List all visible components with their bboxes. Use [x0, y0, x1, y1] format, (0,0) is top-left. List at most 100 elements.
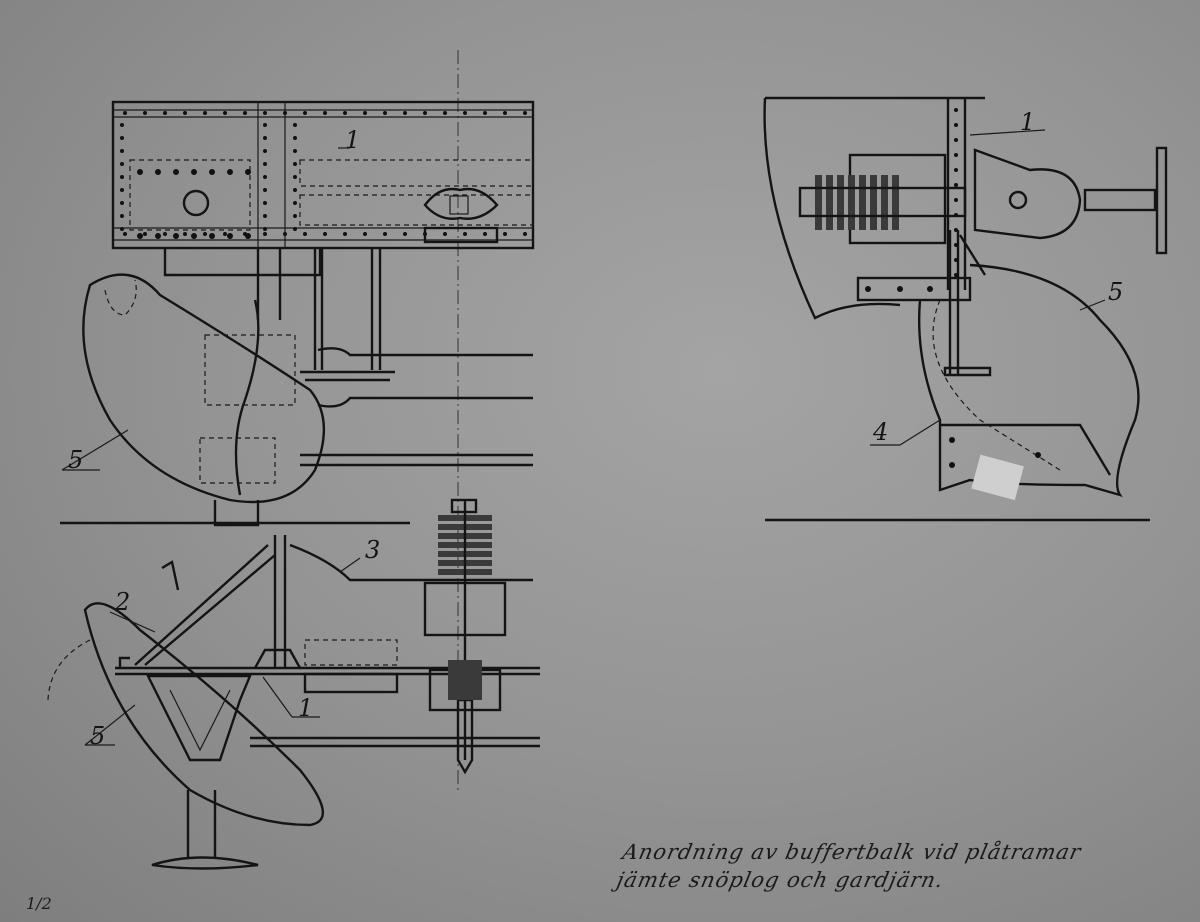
rivet	[343, 111, 347, 115]
rivet	[120, 136, 124, 140]
rivet	[293, 162, 297, 166]
rivet	[123, 232, 127, 236]
rivet	[293, 136, 297, 140]
rivet	[463, 111, 467, 115]
rivet	[293, 123, 297, 127]
rivet	[227, 169, 233, 175]
spring-coil	[848, 175, 855, 230]
rivet	[954, 273, 958, 277]
rivet	[263, 162, 267, 166]
rivet	[143, 111, 147, 115]
rivet	[223, 232, 227, 236]
rivet	[120, 227, 124, 231]
rivet	[954, 123, 958, 127]
rivet	[283, 232, 287, 236]
rivet	[120, 175, 124, 179]
rivet	[243, 111, 247, 115]
rivet	[137, 169, 143, 175]
rivet	[203, 111, 207, 115]
rivet	[865, 286, 871, 292]
label-bottom-left-2: 2	[114, 588, 130, 616]
rivet	[209, 169, 215, 175]
rivet	[137, 233, 143, 239]
rivet	[293, 188, 297, 192]
rivet	[293, 201, 297, 205]
rivet	[120, 188, 124, 192]
rivet	[293, 175, 297, 179]
spring-coil	[870, 175, 877, 230]
caption-line-2: jämte snöplog och gardjärn.	[614, 868, 947, 892]
rivet	[123, 111, 127, 115]
rivet	[263, 201, 267, 205]
rivet	[503, 111, 507, 115]
rivet	[949, 462, 955, 468]
rivet	[303, 232, 307, 236]
rivet	[227, 233, 233, 239]
rivet	[897, 286, 903, 292]
rivet	[483, 111, 487, 115]
spring-coil	[892, 175, 899, 230]
rivet	[263, 175, 267, 179]
rivet	[245, 169, 251, 175]
rivet	[143, 232, 147, 236]
rivet	[245, 233, 251, 239]
spring-coil	[859, 175, 866, 230]
rivet	[155, 169, 161, 175]
rivet	[209, 233, 215, 239]
label-top-left-1: 1	[345, 126, 360, 154]
label-bottom-left-1: 1	[298, 694, 313, 722]
rivet	[120, 162, 124, 166]
rivet	[120, 149, 124, 153]
rivet	[363, 111, 367, 115]
rivet	[173, 169, 179, 175]
rivet	[1035, 452, 1041, 458]
label-right-1: 1	[1020, 108, 1035, 136]
rivet	[323, 232, 327, 236]
rivet	[173, 233, 179, 239]
rivet	[263, 149, 267, 153]
bottom-left-view	[47, 498, 540, 870]
rivet	[443, 232, 447, 236]
label-right-4: 4	[872, 418, 888, 446]
rivet	[263, 214, 267, 218]
rivet	[523, 232, 527, 236]
rivet	[927, 286, 933, 292]
label-bottom-left-5: 5	[90, 722, 105, 750]
rivet	[283, 111, 287, 115]
rivet	[163, 111, 167, 115]
rivet	[403, 232, 407, 236]
rivet	[263, 136, 267, 140]
spring-coil	[837, 175, 844, 230]
rivet	[954, 243, 958, 247]
rivet	[954, 228, 958, 232]
rivet	[120, 123, 124, 127]
rivet	[293, 214, 297, 218]
rivet	[323, 111, 327, 115]
rivet	[163, 232, 167, 236]
rivet	[293, 149, 297, 153]
label-right-5: 5	[1108, 278, 1123, 306]
rivet	[303, 111, 307, 115]
rivet	[263, 232, 267, 236]
rivet	[293, 227, 297, 231]
rivet	[443, 111, 447, 115]
rivet	[503, 232, 507, 236]
rivet	[954, 213, 958, 217]
rivet	[383, 232, 387, 236]
rivet	[954, 198, 958, 202]
spring-coil	[815, 175, 822, 230]
rivet	[263, 188, 267, 192]
rivet	[383, 111, 387, 115]
rivet	[191, 233, 197, 239]
rivet	[223, 111, 227, 115]
rivet	[954, 108, 958, 112]
right-view	[763, 96, 1168, 522]
rivet	[403, 111, 407, 115]
rivet	[954, 153, 958, 157]
rivet	[483, 232, 487, 236]
caption-line-1: Anordning av buffertbalk vid plåtramar	[620, 840, 1084, 864]
label-top-left-5: 5	[68, 446, 83, 474]
spring-coil	[881, 175, 888, 230]
